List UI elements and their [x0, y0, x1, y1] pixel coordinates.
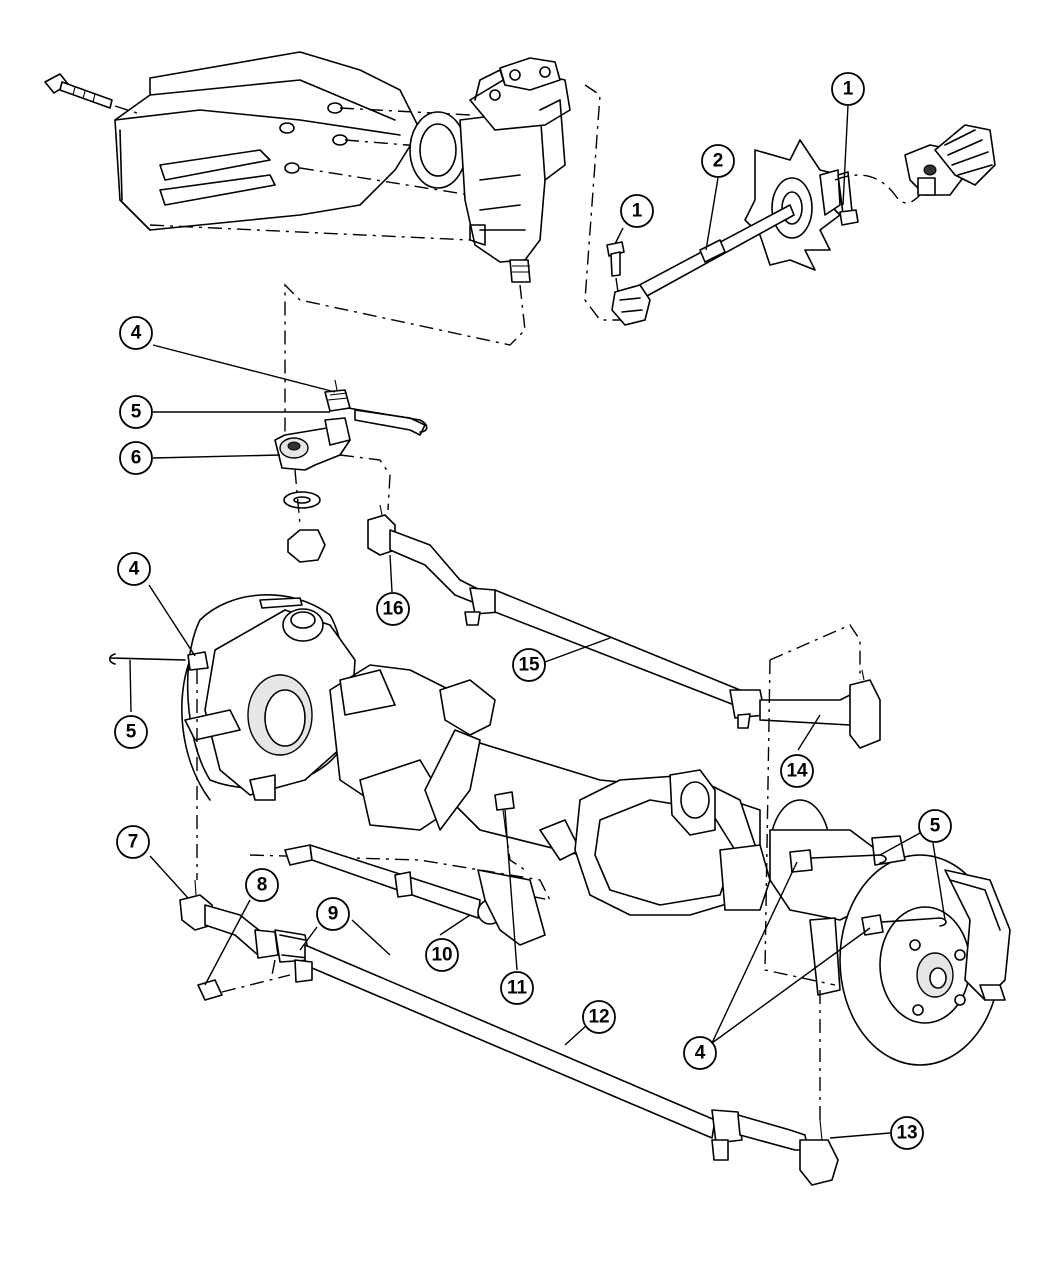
callout-5-left: 5 [114, 715, 148, 749]
callout-label: 9 [328, 904, 339, 925]
right-brake-rotor [769, 799, 1011, 1066]
callout-2: 2 [701, 144, 735, 178]
steering-column-coupler [904, 124, 996, 196]
bolt-1-right [837, 171, 859, 226]
frame-rail [114, 51, 421, 231]
left-castle-nut [108, 651, 209, 671]
steering-gear [409, 57, 571, 283]
callout-label: 11 [507, 978, 528, 999]
callout-label: 4 [129, 559, 140, 580]
callout-4-upper: 4 [119, 316, 153, 350]
callout-6: 6 [119, 441, 153, 475]
callout-label: 1 [632, 201, 643, 222]
callout-label: 5 [126, 722, 137, 743]
mount-line [149, 224, 471, 241]
callout-label: 4 [695, 1043, 706, 1064]
frame-bolt [44, 73, 141, 115]
callout-16: 16 [376, 592, 410, 626]
right-bracket-line [764, 659, 836, 986]
bolt-1-left [606, 241, 625, 293]
pitman-arm-assembly [274, 379, 426, 563]
callout-8: 8 [245, 868, 279, 902]
callout-1-upper-right: 1 [831, 72, 865, 106]
callout-label: 1 [843, 79, 854, 100]
leader-lines [129, 104, 946, 1139]
callout-label: 15 [518, 655, 540, 676]
upper-cotter-pin [347, 407, 428, 433]
callout-label: 16 [382, 599, 403, 620]
tie-rod [179, 879, 839, 1186]
callout-14: 14 [780, 754, 814, 788]
callout-4-right: 4 [683, 1036, 717, 1070]
gear-to-pitman-line [284, 283, 526, 450]
callout-15: 15 [512, 648, 546, 682]
axle-housing [329, 664, 771, 916]
callout-9: 9 [316, 897, 350, 931]
callout-label: 5 [131, 402, 142, 423]
drag-link [367, 504, 881, 749]
callout-label: 13 [896, 1123, 917, 1144]
callout-7: 7 [116, 825, 150, 859]
callout-label: 10 [431, 945, 452, 966]
callout-label: 7 [128, 832, 139, 853]
mount-line [344, 139, 471, 151]
callout-label: 4 [131, 323, 142, 344]
tie-rod-line [769, 624, 861, 680]
coupler-line [834, 174, 921, 204]
callout-label: 12 [588, 1007, 609, 1028]
callout-label: 8 [257, 875, 268, 896]
callout-label: 14 [786, 761, 808, 782]
callout-label: 5 [930, 816, 941, 837]
track-bar [249, 791, 552, 946]
callout-13: 13 [890, 1116, 924, 1150]
intermediate-shaft [611, 139, 841, 326]
callout-4-left: 4 [117, 552, 151, 586]
callout-12: 12 [582, 1000, 616, 1034]
callout-5-right: 5 [918, 809, 952, 843]
gear-to-shaft-line [584, 84, 625, 321]
callout-10: 10 [425, 938, 459, 972]
left-knuckle [181, 594, 356, 801]
callout-1-left: 1 [620, 194, 654, 228]
callout-label: 2 [713, 151, 724, 172]
callout-label: 6 [131, 448, 142, 469]
callout-11: 11 [500, 971, 534, 1005]
callout-5-upper: 5 [119, 395, 153, 429]
